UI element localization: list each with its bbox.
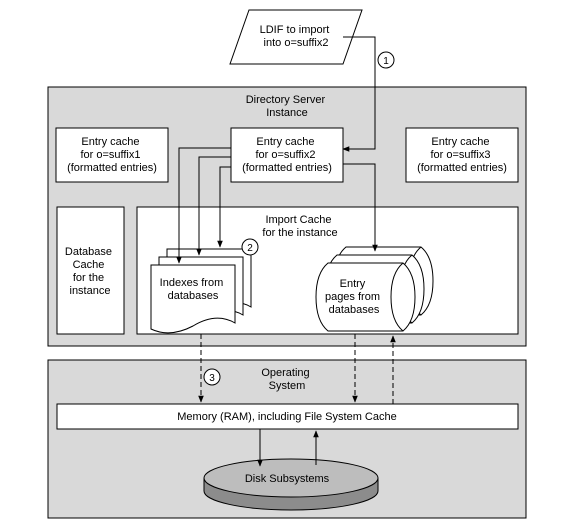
database-cache-box xyxy=(56,206,125,335)
disk-subsystems-label: Disk Subsystems xyxy=(245,473,330,485)
ldif-input-parallelogram xyxy=(229,9,363,65)
entry-cache-suffix1-label: Entry cache for o=suffix1 (formatted ent… xyxy=(67,136,157,174)
entry-cache-suffix2-label: Entry cache for o=suffix2 (formatted ent… xyxy=(242,136,332,174)
entry-cache-suffix1 xyxy=(55,127,169,183)
step-marker-2 xyxy=(241,238,259,256)
step-label-2: 2 xyxy=(247,243,253,254)
step-marker-1 xyxy=(377,51,395,69)
arrow-cache-to-indexes-3 xyxy=(217,166,231,248)
database-cache-label: Database Cache for the instance xyxy=(65,246,115,297)
entry-cache-suffix3-label: Entry cache for o=suffix3 (formatted ent… xyxy=(417,136,507,174)
memory-ram-box xyxy=(56,403,519,430)
entry-cache-suffix3 xyxy=(405,127,519,183)
entry-pages-stack xyxy=(315,246,434,332)
arrow-cache-to-entry-pages xyxy=(343,163,378,252)
disk-subsystems-cylinder xyxy=(203,458,379,511)
arrow-ldif-to-entry-cache xyxy=(342,36,376,152)
memory-ram-label: Memory (RAM), including File System Cach… xyxy=(177,411,396,423)
step-marker-3 xyxy=(203,368,221,386)
indexes-document-stack xyxy=(150,248,252,334)
arrow-cache-to-indexes-1 xyxy=(176,147,231,264)
server-instance-title: Directory Server Instance xyxy=(246,94,329,119)
step-label-1: 1 xyxy=(383,56,389,67)
entry-pages-label: Entry pages from databases xyxy=(325,278,383,316)
step-label-3: 3 xyxy=(209,373,215,384)
arrow-cache-to-indexes-2 xyxy=(196,156,231,256)
entry-cache-suffix2 xyxy=(230,127,344,183)
operating-system-title: Operating System xyxy=(261,367,312,392)
ldif-input-label: LDIF to import into o=suffix2 xyxy=(260,24,333,49)
indexes-label: Indexes from databases xyxy=(160,277,227,302)
import-cache-label: Import Cache for the instance xyxy=(262,214,337,239)
